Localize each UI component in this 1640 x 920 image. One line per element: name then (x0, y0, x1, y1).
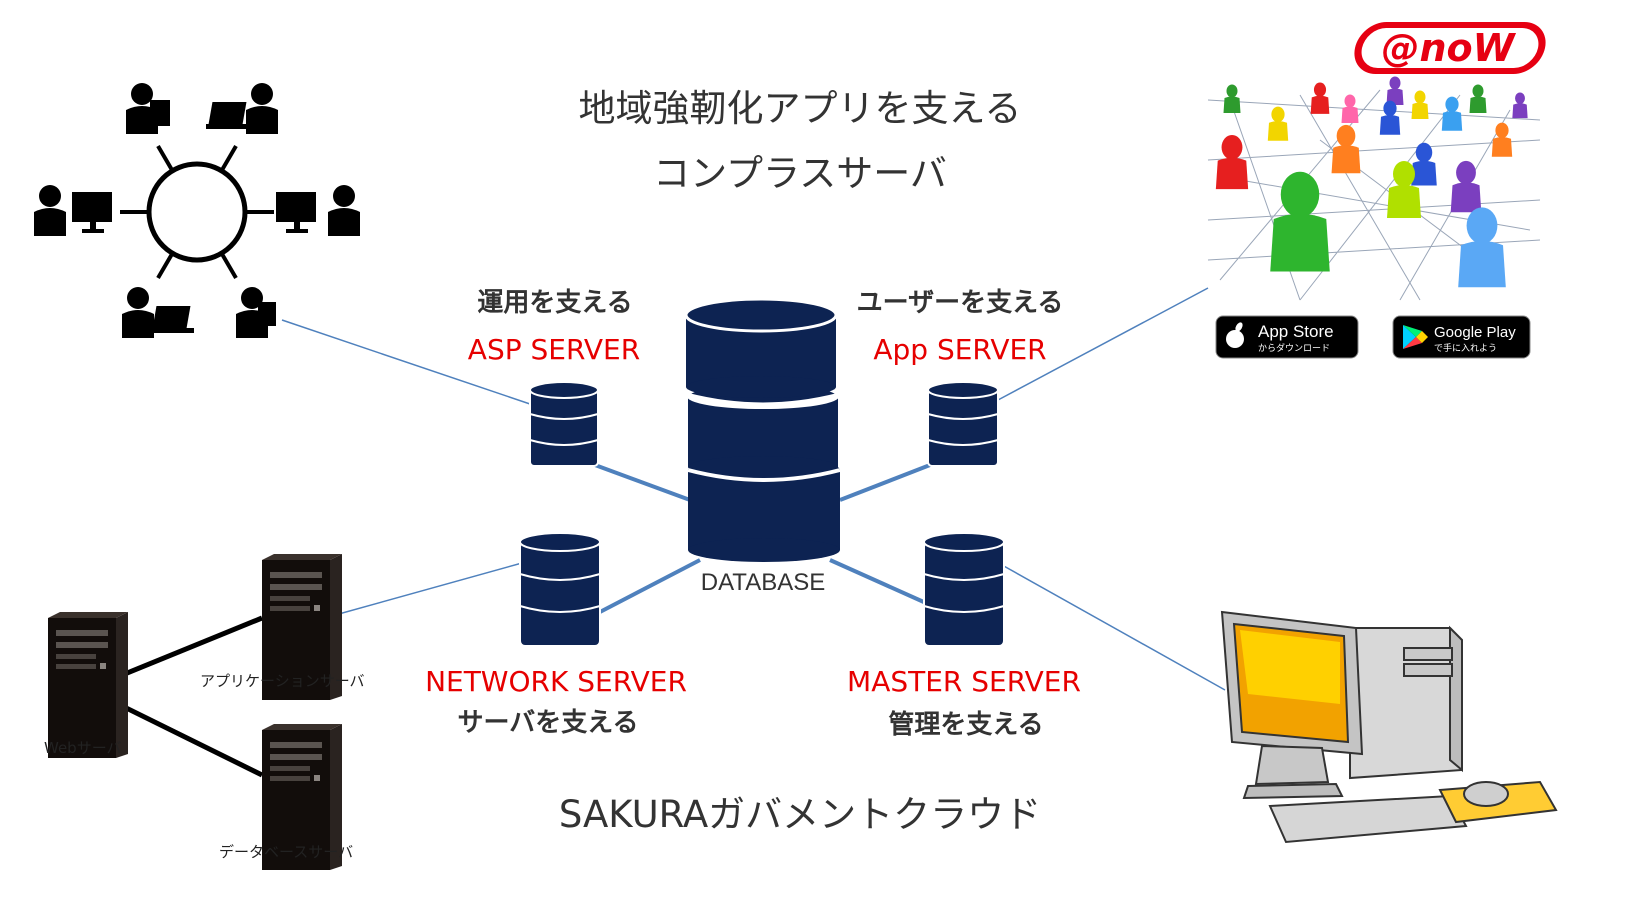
network-server-role: サーバを支える (457, 708, 639, 738)
user-network-image (1207, 76, 1541, 301)
desktop-computer-icon (1220, 610, 1558, 844)
asp-server-name: ASP SERVER (467, 333, 641, 366)
cloud-footer-label: SAKURAガバメントクラウド (558, 793, 1042, 836)
database-icon (684, 297, 841, 562)
database-label: DATABASE (701, 569, 825, 596)
apple-icon (1226, 322, 1244, 348)
master-server-name: MASTER SERVER (847, 665, 1081, 698)
brand-logo: @noW (1354, 22, 1546, 74)
web-server-icon (48, 612, 128, 758)
googleplay-badge[interactable]: Google Play で手に入れよう (1392, 315, 1531, 359)
network-server-name: NETWORK SERVER (425, 665, 687, 698)
link-admin-asp (281, 319, 531, 405)
appstore-badge-sub: からダウンロード (1258, 342, 1330, 354)
admin-user-icon (34, 185, 112, 236)
master-server-icon (923, 532, 1005, 647)
master-server-role: 管理を支える (888, 710, 1044, 740)
cloud-server-links (108, 615, 264, 778)
link-asp-db (594, 463, 691, 502)
app-server-tower-label: アプリケーションサーバ (200, 672, 365, 690)
page-title-line1: 地域強靭化アプリを支える (578, 87, 1022, 130)
asp-server-role: 運用を支える (477, 288, 633, 318)
admin-user-icon (126, 83, 170, 134)
app-server-name: App SERVER (873, 333, 1047, 366)
appstore-badge-main: App Store (1258, 322, 1334, 341)
db-server-tower-label: データベースサーバ (219, 843, 353, 861)
link-network-db (597, 558, 701, 615)
page-title-line2: コンプラスサーバ (653, 152, 947, 195)
admin-user-icon (122, 287, 194, 338)
google-play-icon (1403, 325, 1428, 349)
link-app-db (839, 463, 931, 502)
link-users-app (997, 287, 1209, 401)
googleplay-badge-sub: で手に入れよう (1434, 342, 1497, 354)
app-server-icon (927, 381, 999, 467)
app-server-role: ユーザーを支える (856, 288, 1064, 318)
link-cloud-network (327, 562, 523, 618)
link-master-db (829, 558, 927, 605)
appstore-badge[interactable]: App Store からダウンロード (1215, 315, 1359, 359)
googleplay-badge-main: Google Play (1434, 324, 1516, 341)
admin-ring-icon (34, 83, 360, 338)
logo-text: @noW (1381, 26, 1516, 70)
web-server-label: Webサーバ (44, 739, 122, 757)
admin-user-icon (276, 185, 360, 236)
connector-lines (281, 287, 1226, 691)
asp-server-icon (529, 381, 599, 467)
network-server-icon (519, 532, 601, 647)
link-master-pc (1001, 564, 1226, 691)
admin-user-icon (236, 287, 276, 338)
